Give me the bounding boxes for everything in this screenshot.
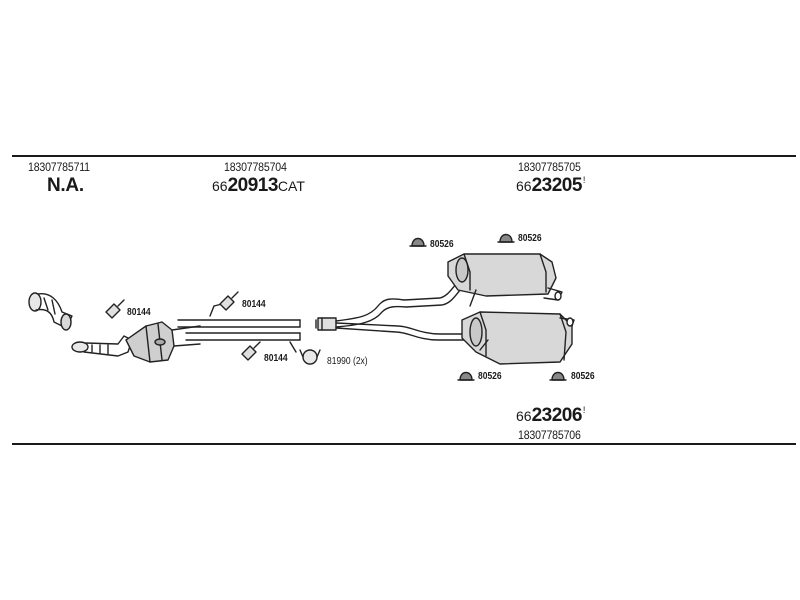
mount-label-2: 80526 [518,233,542,244]
part-number-rear-silencer-lower: 18307785706 [518,428,581,442]
upper-rear-silencer [447,253,563,307]
lower-ref-prefix: 66 [516,408,532,424]
part-number-rear-silencer-upper: 18307785705 [518,160,581,174]
mount-label-3: 80526 [478,371,502,382]
twin-intermediate-pipes [177,303,301,353]
lower-ref-mark: ! [582,405,586,415]
bottom-rule [12,443,796,445]
rubber-mount-icon-4 [549,371,567,381]
clamp-icon [299,349,321,365]
rear-pipe-junction [315,317,337,331]
catalyst-ref-suffix: CAT [277,178,305,194]
hanger-icon-a [105,299,125,319]
catalytic-converter [125,321,201,363]
catalyst-reference: 6620913CAT [212,175,305,197]
upper-ref-mark: ! [582,175,586,185]
hanger-icon-c [241,341,261,361]
top-rule [12,155,796,157]
mount-label-1: 80526 [430,239,454,250]
rear-silencer-lower-reference: 6623206! [516,405,585,427]
part-number-catalyst: 18307785704 [224,160,287,174]
upper-ref-number: 23205 [531,175,583,196]
hanger-label-a: 80144 [127,307,151,318]
mount-label-4: 80526 [571,371,595,382]
hanger-label-c: 80144 [264,353,288,364]
downpipe-upper-elbow [28,292,73,331]
hanger-icon-b [219,291,239,311]
rubber-mount-icon-3 [457,371,475,381]
lower-rear-silencer [461,311,575,365]
part-number-downpipe: 18307785711 [28,160,90,174]
pipe-upper-silencer [335,275,475,328]
lower-ref-number: 23206 [531,405,583,426]
clamp-label: 81990 (2x) [327,356,368,367]
upper-ref-prefix: 66 [516,178,532,194]
catalyst-ref-prefix: 66 [212,178,228,194]
rubber-mount-icon-2 [497,233,515,243]
downpipe-not-available: N.A. [47,175,84,196]
downpipe-lower-elbow [71,335,133,357]
pipe-lower-silencer [335,322,467,341]
hanger-label-b: 80144 [242,299,266,310]
catalyst-ref-number: 20913 [227,175,279,196]
rubber-mount-icon-1 [409,237,427,247]
rear-silencer-upper-reference: 6623205! [516,175,585,197]
